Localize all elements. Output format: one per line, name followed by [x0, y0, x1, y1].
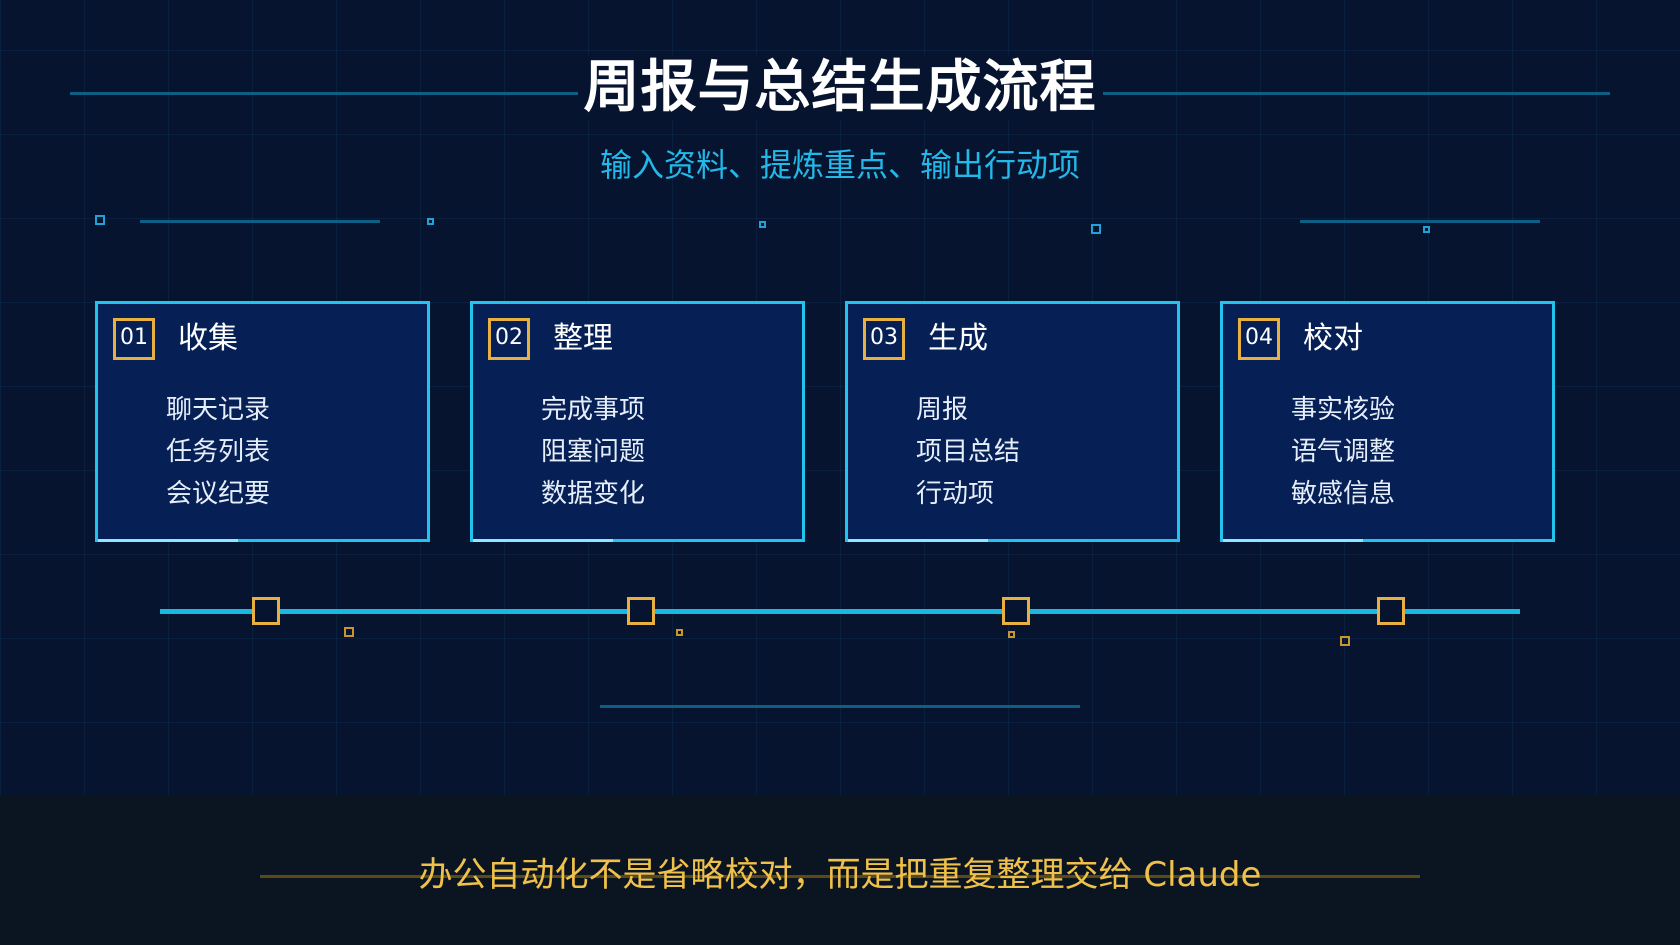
step-item: 聊天记录	[166, 395, 271, 425]
step-title: 校对	[1303, 321, 1363, 356]
deco-square	[1423, 226, 1430, 233]
timeline-node	[627, 597, 655, 625]
timeline-line	[160, 609, 1520, 614]
step-item: 会议纪要	[166, 479, 271, 509]
deco-square	[1091, 224, 1101, 234]
step-number: 01	[113, 318, 155, 360]
page-title-text: 周报与总结生成流程	[577, 55, 1103, 120]
step-item: 事实核验	[1291, 395, 1396, 425]
step-item: 数据变化	[541, 479, 646, 509]
step-number: 03	[863, 318, 905, 360]
step-items: 聊天记录 任务列表 会议纪要	[166, 389, 270, 515]
deco-square	[759, 221, 766, 228]
deco-line-left	[140, 220, 380, 223]
step-card-collect: 01 收集 聊天记录 任务列表 会议纪要	[95, 301, 430, 542]
footer-rule	[260, 875, 1420, 878]
deco-line-right	[1300, 220, 1540, 223]
card-accent	[1223, 539, 1363, 542]
step-card-proofread: 04 校对 事实核验 语气调整 敏感信息	[1220, 301, 1555, 542]
timeline-node	[1002, 597, 1030, 625]
step-number: 02	[488, 318, 530, 360]
step-items: 周报 项目总结 行动项	[916, 389, 1020, 515]
step-card-organize: 02 整理 完成事项 阻塞问题 数据变化	[470, 301, 805, 542]
step-items: 事实核验 语气调整 敏感信息	[1291, 389, 1395, 515]
card-accent	[98, 539, 238, 542]
footer-caption: 办公自动化不是省略校对，而是把重复整理交给 Claude	[418, 855, 1262, 895]
deco-square	[676, 629, 683, 636]
step-title: 整理	[553, 321, 613, 356]
timeline-node	[252, 597, 280, 625]
deco-square	[344, 627, 354, 637]
card-accent	[848, 539, 988, 542]
page-title: 周报与总结生成流程	[0, 42, 1680, 123]
step-item: 阻塞问题	[541, 437, 646, 467]
timeline-node	[1377, 597, 1405, 625]
step-card-generate: 03 生成 周报 项目总结 行动项	[845, 301, 1180, 542]
step-item: 敏感信息	[1291, 479, 1396, 509]
step-item: 行动项	[916, 479, 995, 509]
step-item: 任务列表	[166, 437, 271, 467]
step-title: 生成	[928, 321, 988, 356]
step-item: 项目总结	[916, 437, 1021, 467]
step-items: 完成事项 阻塞问题 数据变化	[541, 389, 645, 515]
deco-square	[95, 215, 105, 225]
deco-square	[1008, 631, 1015, 638]
step-number: 04	[1238, 318, 1280, 360]
card-accent	[473, 539, 613, 542]
step-title: 收集	[178, 321, 238, 356]
step-item: 完成事项	[541, 395, 646, 425]
deco-square	[1340, 636, 1350, 646]
deco-square	[427, 218, 434, 225]
page-subtitle: 输入资料、提炼重点、输出行动项	[599, 146, 1080, 184]
footer-band	[0, 795, 1680, 945]
step-item: 语气调整	[1291, 437, 1396, 467]
step-item: 周报	[916, 395, 969, 425]
deco-line-bottom	[600, 705, 1080, 708]
